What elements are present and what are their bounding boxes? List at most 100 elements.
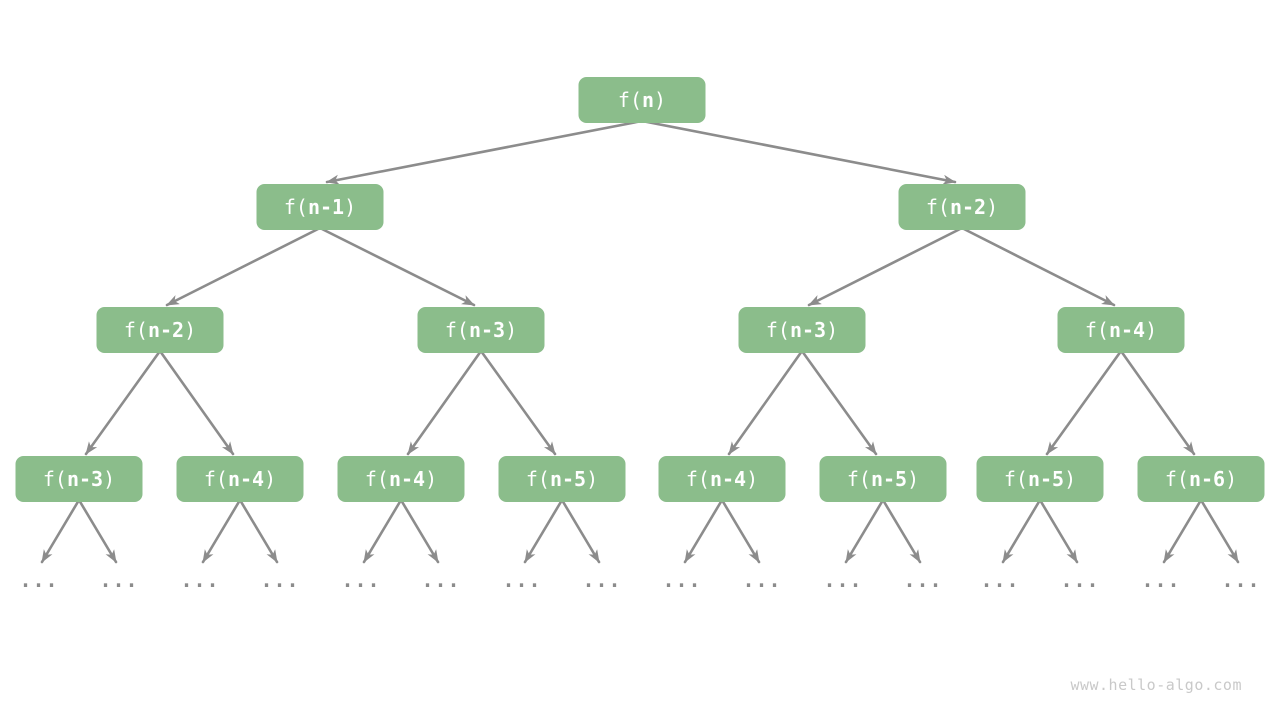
tree-node-fn-6: f(n-6) bbox=[1137, 456, 1265, 502]
leaf-ellipsis: ... bbox=[823, 568, 863, 592]
node-label-suffix: ) bbox=[425, 467, 438, 491]
node-label-prefix: f( bbox=[283, 195, 308, 219]
tree-node-fn-3: f(n-3) bbox=[738, 307, 866, 353]
node-label-suffix: ) bbox=[826, 318, 839, 342]
leaf-ellipsis: ... bbox=[1060, 568, 1100, 592]
edge-arrow bbox=[640, 119, 957, 185]
node-label-arg: n-4 bbox=[1108, 318, 1146, 342]
node-label-prefix: f( bbox=[925, 195, 950, 219]
node-label-prefix: f( bbox=[123, 318, 148, 342]
edge-arrow bbox=[40, 498, 81, 564]
leaf-ellipsis: ... bbox=[1141, 568, 1181, 592]
watermark: www.hello-algo.com bbox=[1070, 676, 1242, 694]
edge-arrow bbox=[800, 349, 878, 456]
leaf-ellipsis: ... bbox=[99, 568, 139, 592]
edge-arrow bbox=[1199, 498, 1240, 564]
node-label-prefix: f( bbox=[846, 467, 871, 491]
leaf-ellipsis: ... bbox=[742, 568, 782, 592]
tree-node-fn-2: f(n-2) bbox=[96, 307, 224, 353]
leaf-ellipsis: ... bbox=[1221, 568, 1261, 592]
leaf-ellipsis: ... bbox=[980, 568, 1020, 592]
node-label-arg: n-1 bbox=[307, 195, 345, 219]
node-label-arg: n-5 bbox=[549, 467, 587, 491]
tree-node-fn-4: f(n-4) bbox=[337, 456, 465, 502]
edge-arrow bbox=[807, 226, 964, 307]
leaf-ellipsis: ... bbox=[180, 568, 220, 592]
node-label-arg: n-4 bbox=[709, 467, 747, 491]
tree-node-fn-4: f(n-4) bbox=[658, 456, 786, 502]
node-label-prefix: f( bbox=[203, 467, 228, 491]
node-label-prefix: f( bbox=[765, 318, 790, 342]
edge-arrow bbox=[960, 226, 1116, 307]
edge-arrow bbox=[238, 498, 279, 564]
edge-arrow bbox=[77, 498, 118, 564]
leaf-ellipsis: ... bbox=[582, 568, 622, 592]
node-label-prefix: f( bbox=[617, 88, 642, 112]
edge-arrow bbox=[1162, 498, 1203, 564]
edge-arrow bbox=[318, 226, 476, 307]
node-label-suffix: ) bbox=[746, 467, 759, 491]
leaf-ellipsis: ... bbox=[502, 568, 542, 592]
node-label-prefix: f( bbox=[444, 318, 469, 342]
tree-node-fn: f(n) bbox=[578, 77, 706, 123]
node-label-prefix: f( bbox=[364, 467, 389, 491]
node-label-prefix: f( bbox=[1084, 318, 1109, 342]
node-label-prefix: f( bbox=[525, 467, 550, 491]
node-label-suffix: ) bbox=[184, 318, 197, 342]
node-label-arg: n-6 bbox=[1188, 467, 1226, 491]
tree-node-fn-1: f(n-1) bbox=[256, 184, 384, 230]
edge-arrow bbox=[84, 349, 162, 456]
edge-arrow bbox=[479, 349, 557, 456]
leaf-ellipsis: ... bbox=[421, 568, 461, 592]
node-label-suffix: ) bbox=[654, 88, 667, 112]
leaf-ellipsis: ... bbox=[260, 568, 300, 592]
node-label-suffix: ) bbox=[264, 467, 277, 491]
node-label-suffix: ) bbox=[344, 195, 357, 219]
node-label-suffix: ) bbox=[1225, 467, 1238, 491]
node-label-suffix: ) bbox=[586, 467, 599, 491]
edge-arrow bbox=[362, 498, 403, 564]
node-label-arg: n-2 bbox=[949, 195, 987, 219]
node-label-suffix: ) bbox=[505, 318, 518, 342]
edge-arrow bbox=[523, 498, 564, 564]
node-label-suffix: ) bbox=[103, 467, 116, 491]
edge-arrow bbox=[1038, 498, 1079, 564]
tree-node-fn-5: f(n-5) bbox=[819, 456, 947, 502]
node-label-arg: n-5 bbox=[1027, 467, 1065, 491]
node-label-prefix: f( bbox=[42, 467, 67, 491]
edge-arrow bbox=[560, 498, 601, 564]
node-label-suffix: ) bbox=[1064, 467, 1077, 491]
tree-node-fn-2: f(n-2) bbox=[898, 184, 1026, 230]
edge-arrow bbox=[1119, 349, 1196, 456]
edge-arrow bbox=[325, 119, 644, 185]
node-label-suffix: ) bbox=[1145, 318, 1158, 342]
edge-arrow bbox=[881, 498, 922, 564]
edge-arrow bbox=[1045, 349, 1123, 456]
node-label-arg: n-3 bbox=[66, 467, 104, 491]
node-label-arg: n-3 bbox=[789, 318, 827, 342]
node-label-suffix: ) bbox=[986, 195, 999, 219]
node-label-arg: n-4 bbox=[388, 467, 426, 491]
leaf-ellipsis: ... bbox=[19, 568, 59, 592]
edge-arrow bbox=[720, 498, 761, 564]
tree-node-fn-4: f(n-4) bbox=[1057, 307, 1185, 353]
leaf-ellipsis: ... bbox=[341, 568, 381, 592]
edge-arrow bbox=[165, 226, 322, 307]
leaf-ellipsis: ... bbox=[662, 568, 702, 592]
node-label-prefix: f( bbox=[685, 467, 710, 491]
edge-arrow bbox=[201, 498, 242, 564]
node-label-arg: n-5 bbox=[870, 467, 908, 491]
node-label-suffix: ) bbox=[907, 467, 920, 491]
node-label-prefix: f( bbox=[1164, 467, 1189, 491]
tree-node-fn-5: f(n-5) bbox=[976, 456, 1104, 502]
tree-node-fn-3: f(n-3) bbox=[417, 307, 545, 353]
tree-node-fn-3: f(n-3) bbox=[15, 456, 143, 502]
node-label-prefix: f( bbox=[1003, 467, 1028, 491]
edge-arrow bbox=[683, 498, 724, 564]
tree-node-fn-5: f(n-5) bbox=[498, 456, 626, 502]
node-label-arg: n-4 bbox=[227, 467, 265, 491]
edge-arrow bbox=[406, 349, 483, 456]
node-label-arg: n-3 bbox=[468, 318, 506, 342]
